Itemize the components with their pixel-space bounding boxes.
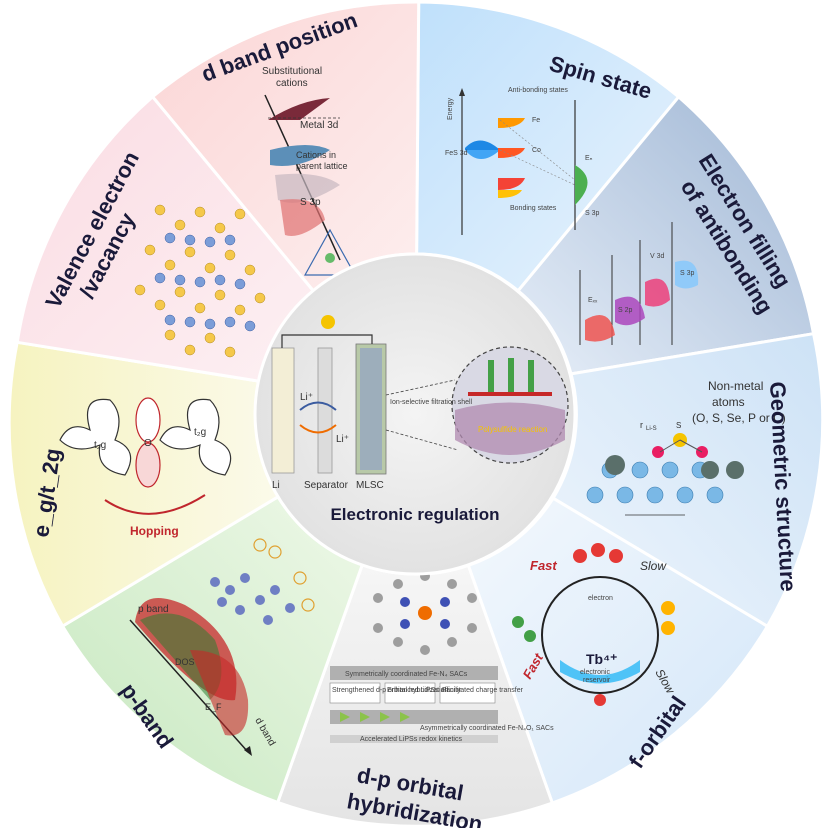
svg-text:(O, S, Se, P or C): (O, S, Se, P or C) bbox=[692, 411, 786, 425]
svg-text:cations: cations bbox=[276, 78, 308, 89]
svg-text:S: S bbox=[676, 421, 681, 430]
eg-t2g-figure: t₂g O t₂g Hopping bbox=[59, 397, 232, 538]
svg-text:Substitutional: Substitutional bbox=[262, 66, 322, 77]
svg-text:Cations in: Cations in bbox=[296, 150, 336, 160]
electron-filling-figure: Eₓₓ S 2p S 3p V 3d bbox=[579, 222, 699, 345]
center-disc bbox=[253, 252, 577, 576]
svg-text:Metal 3d: Metal 3d bbox=[300, 120, 338, 131]
svg-text:electron: electron bbox=[588, 595, 613, 602]
svg-text:Li⁺: Li⁺ bbox=[300, 392, 313, 403]
svg-text:S 3p: S 3p bbox=[585, 210, 600, 217]
svg-text:Hopping: Hopping bbox=[130, 524, 179, 538]
svg-text:Li-S: Li-S bbox=[646, 426, 657, 432]
svg-text:O: O bbox=[144, 438, 152, 449]
svg-text:Eₓₓ: Eₓₓ bbox=[588, 297, 598, 304]
d-band-figure: Substitutional cations Metal 3d Cations … bbox=[262, 66, 357, 276]
svg-text:atoms: atoms bbox=[712, 395, 745, 409]
svg-text:S 2p: S 2p bbox=[618, 307, 633, 314]
svg-text:Energy: Energy bbox=[447, 97, 454, 120]
center-title: Electronic regulation bbox=[330, 505, 499, 524]
svg-text:Polysulfide reaction: Polysulfide reaction bbox=[478, 425, 547, 434]
svg-text:S 3p: S 3p bbox=[680, 270, 695, 277]
svg-text:Strengthened d-p orbital hybri: Strengthened d-p orbital hybridization bbox=[332, 687, 448, 694]
svg-text:Symmetrically coordinated Fe-N: Symmetrically coordinated Fe-N₄ SACs bbox=[345, 671, 468, 678]
svg-text:Fast: Fast bbox=[530, 558, 557, 573]
svg-text:Separator: Separator bbox=[304, 480, 349, 491]
svg-text:FeS 3d: FeS 3d bbox=[445, 150, 468, 157]
dp-hybridization-figure: Symmetrically coordinated Fe-N₄ SACs Str… bbox=[329, 571, 554, 743]
svg-text:Facilitated charge transfer: Facilitated charge transfer bbox=[442, 687, 524, 694]
svg-text:Fe: Fe bbox=[532, 117, 540, 124]
svg-text:parent lattice: parent lattice bbox=[296, 161, 348, 171]
center-battery-figure: Li⁺ Li⁺ Li Separator MLSC Ion-selective … bbox=[271, 315, 569, 491]
svg-text:Tb⁴⁺: Tb⁴⁺ bbox=[586, 651, 617, 667]
svg-text:Li⁺: Li⁺ bbox=[336, 434, 349, 445]
svg-text:p band: p band bbox=[138, 604, 169, 615]
svg-text:Ion-selective filtration shell: Ion-selective filtration shell bbox=[390, 399, 473, 406]
svg-text:Enhanced LiPSs affinity: Enhanced LiPSs affinity bbox=[387, 687, 461, 694]
svg-text:reservoir: reservoir bbox=[583, 677, 611, 684]
svg-text:E_F: E_F bbox=[205, 702, 222, 712]
svg-text:Li: Li bbox=[272, 480, 280, 491]
svg-text:Eₙ: Eₙ bbox=[585, 155, 593, 162]
p-band-figure: p band DOS E_F d band bbox=[129, 538, 315, 756]
svg-text:DOS: DOS bbox=[175, 657, 195, 667]
geometric-figure: Non-metal atoms (O, S, Se, P or C) r Li-… bbox=[586, 379, 786, 516]
svg-text:Co: Co bbox=[532, 147, 541, 154]
spin-state-figure: Energy FeS 3d Anti-bonding states Fe Co … bbox=[445, 87, 600, 235]
svg-text:MLSC: MLSC bbox=[356, 480, 384, 491]
svg-text:r: r bbox=[640, 420, 643, 430]
svg-text:Anti-bonding states: Anti-bonding states bbox=[508, 87, 568, 94]
valence-figure bbox=[134, 204, 266, 358]
svg-text:V 3d: V 3d bbox=[650, 253, 665, 260]
svg-text:t₂g: t₂g bbox=[94, 440, 106, 451]
svg-text:Slow: Slow bbox=[640, 559, 667, 573]
svg-text:Asymmetrically coordinated Fe-: Asymmetrically coordinated Fe-N₄O₁ SACs bbox=[420, 725, 554, 732]
svg-text:Non-metal: Non-metal bbox=[708, 379, 763, 393]
svg-text:S 3p: S 3p bbox=[300, 197, 321, 208]
svg-text:t₂g: t₂g bbox=[194, 427, 206, 438]
svg-text:Bonding states: Bonding states bbox=[510, 205, 557, 212]
svg-text:Accelerated LiPSs redox kineti: Accelerated LiPSs redox kinetics bbox=[360, 736, 462, 743]
svg-text:electronic: electronic bbox=[580, 669, 610, 676]
